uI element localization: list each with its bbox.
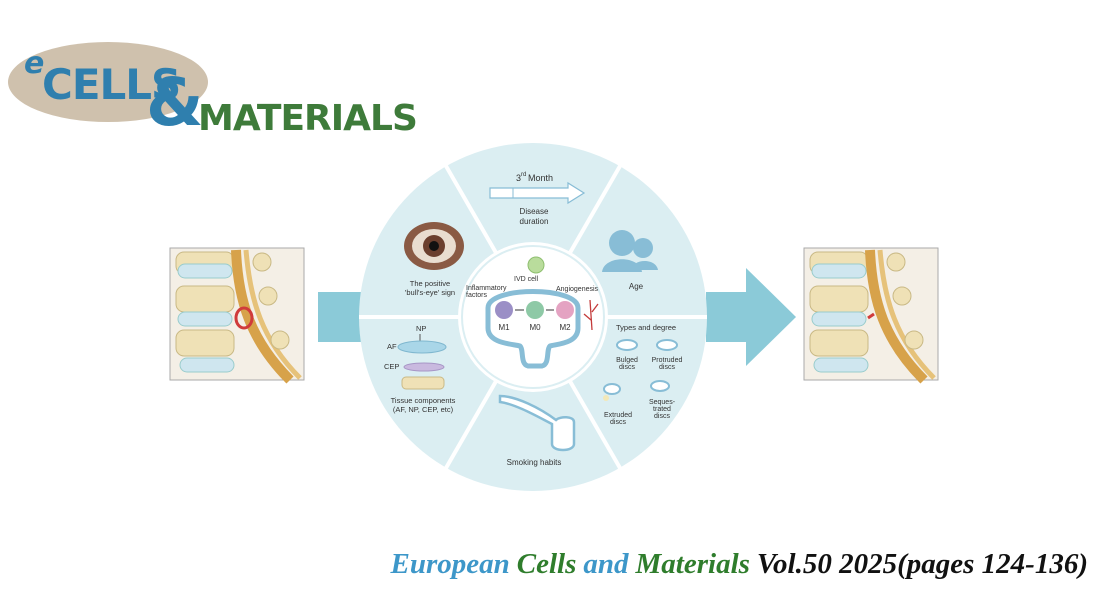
- person-icon: [602, 230, 658, 272]
- sequestrated-label-3: discs: [654, 413, 670, 420]
- m1-cell-icon: [495, 301, 513, 319]
- vessel-icon: [583, 299, 599, 331]
- disease-duration-segment: 3 rd Month Disease duration: [489, 172, 586, 226]
- types-title: Types and degree: [616, 323, 676, 332]
- vertebra-icon: [401, 376, 445, 390]
- af-disc-icon: [397, 340, 447, 354]
- smoking-label: Smoking habits: [507, 458, 562, 467]
- m0-label: M0: [529, 323, 541, 332]
- bulged-label-1: Bulged: [616, 357, 638, 364]
- cep-label: CEP: [384, 362, 399, 371]
- m2-cell-icon: [556, 301, 574, 319]
- protruded-disc-icon: [656, 339, 678, 351]
- citation-cells: Cells: [516, 548, 577, 580]
- m2-label: M2: [559, 323, 571, 332]
- extruded-label-1: Extruded: [604, 412, 632, 419]
- ivd-cell-icon: [527, 256, 545, 274]
- cep-disc-icon: [403, 362, 445, 372]
- spine-image-left: [169, 247, 305, 384]
- bullseye-label-1: The positive: [410, 279, 450, 288]
- right-arrow: [706, 268, 796, 366]
- journal-logo: e CELLS & MATERIALS: [8, 42, 418, 142]
- protruded-label-2: discs: [659, 364, 675, 371]
- duration-label-2: duration: [520, 217, 549, 226]
- types-segment: Types and degree Bulged discs Protruded …: [603, 323, 682, 426]
- tissue-segment: NP AF CEP Tissue components (AF, NP, CEP…: [384, 324, 456, 414]
- logo-cells: CELLS: [42, 60, 181, 109]
- ivd-cell-label: IVD cell: [514, 276, 539, 283]
- spine-image-right: [803, 247, 939, 384]
- extruded-label-2: discs: [610, 419, 626, 426]
- smoking-segment: Smoking habits: [498, 394, 576, 467]
- month-superscript: rd: [521, 172, 526, 178]
- pipe-icon: [498, 394, 576, 452]
- bulged-disc-icon: [616, 339, 638, 351]
- protruded-label-1: Protruded: [652, 357, 683, 364]
- citation-european: European: [390, 548, 510, 580]
- bullseye-segment: The positive 'bull's-eye' sign: [404, 222, 464, 297]
- age-segment: Age: [602, 230, 658, 291]
- center-macrophage-panel: IVD cell Inflammatory factors Angiogenes…: [466, 256, 599, 369]
- tissue-label-1: Tissue components: [391, 396, 456, 405]
- citation-materials: Materials: [635, 548, 750, 580]
- tissue-label-2: (AF, NP, CEP, etc): [393, 405, 454, 414]
- m0-cell-icon: [526, 301, 544, 319]
- month-number: 3: [516, 173, 521, 183]
- inflammatory-label-2: factors: [466, 292, 488, 299]
- bulged-label-2: discs: [619, 364, 635, 371]
- sequestrated-label-1: Seques-: [649, 399, 676, 406]
- logo-e: e: [24, 46, 44, 81]
- angiogenesis-label: Angiogenesis: [556, 286, 599, 293]
- age-label: Age: [629, 282, 644, 291]
- month-label: Month: [528, 173, 553, 183]
- duration-label-1: Disease: [520, 207, 549, 216]
- citation-and: and: [583, 548, 629, 580]
- sequestrated-disc-icon: [650, 380, 670, 392]
- citation-volume: Vol.50 2025(pages 124-136): [756, 548, 1088, 580]
- extruded-disc-icon: [603, 383, 621, 395]
- m1-label: M1: [498, 323, 510, 332]
- np-label: NP: [416, 324, 426, 333]
- logo-materials: MATERIALS: [198, 98, 418, 139]
- sequestrated-label-2: trated: [653, 406, 671, 413]
- af-label: AF: [387, 342, 397, 351]
- inflammatory-label-1: Inflammatory: [466, 285, 507, 292]
- logo-oval: [8, 42, 208, 122]
- bullseye-label-2: 'bull's-eye' sign: [405, 288, 455, 297]
- logo-ampersand: &: [146, 64, 204, 141]
